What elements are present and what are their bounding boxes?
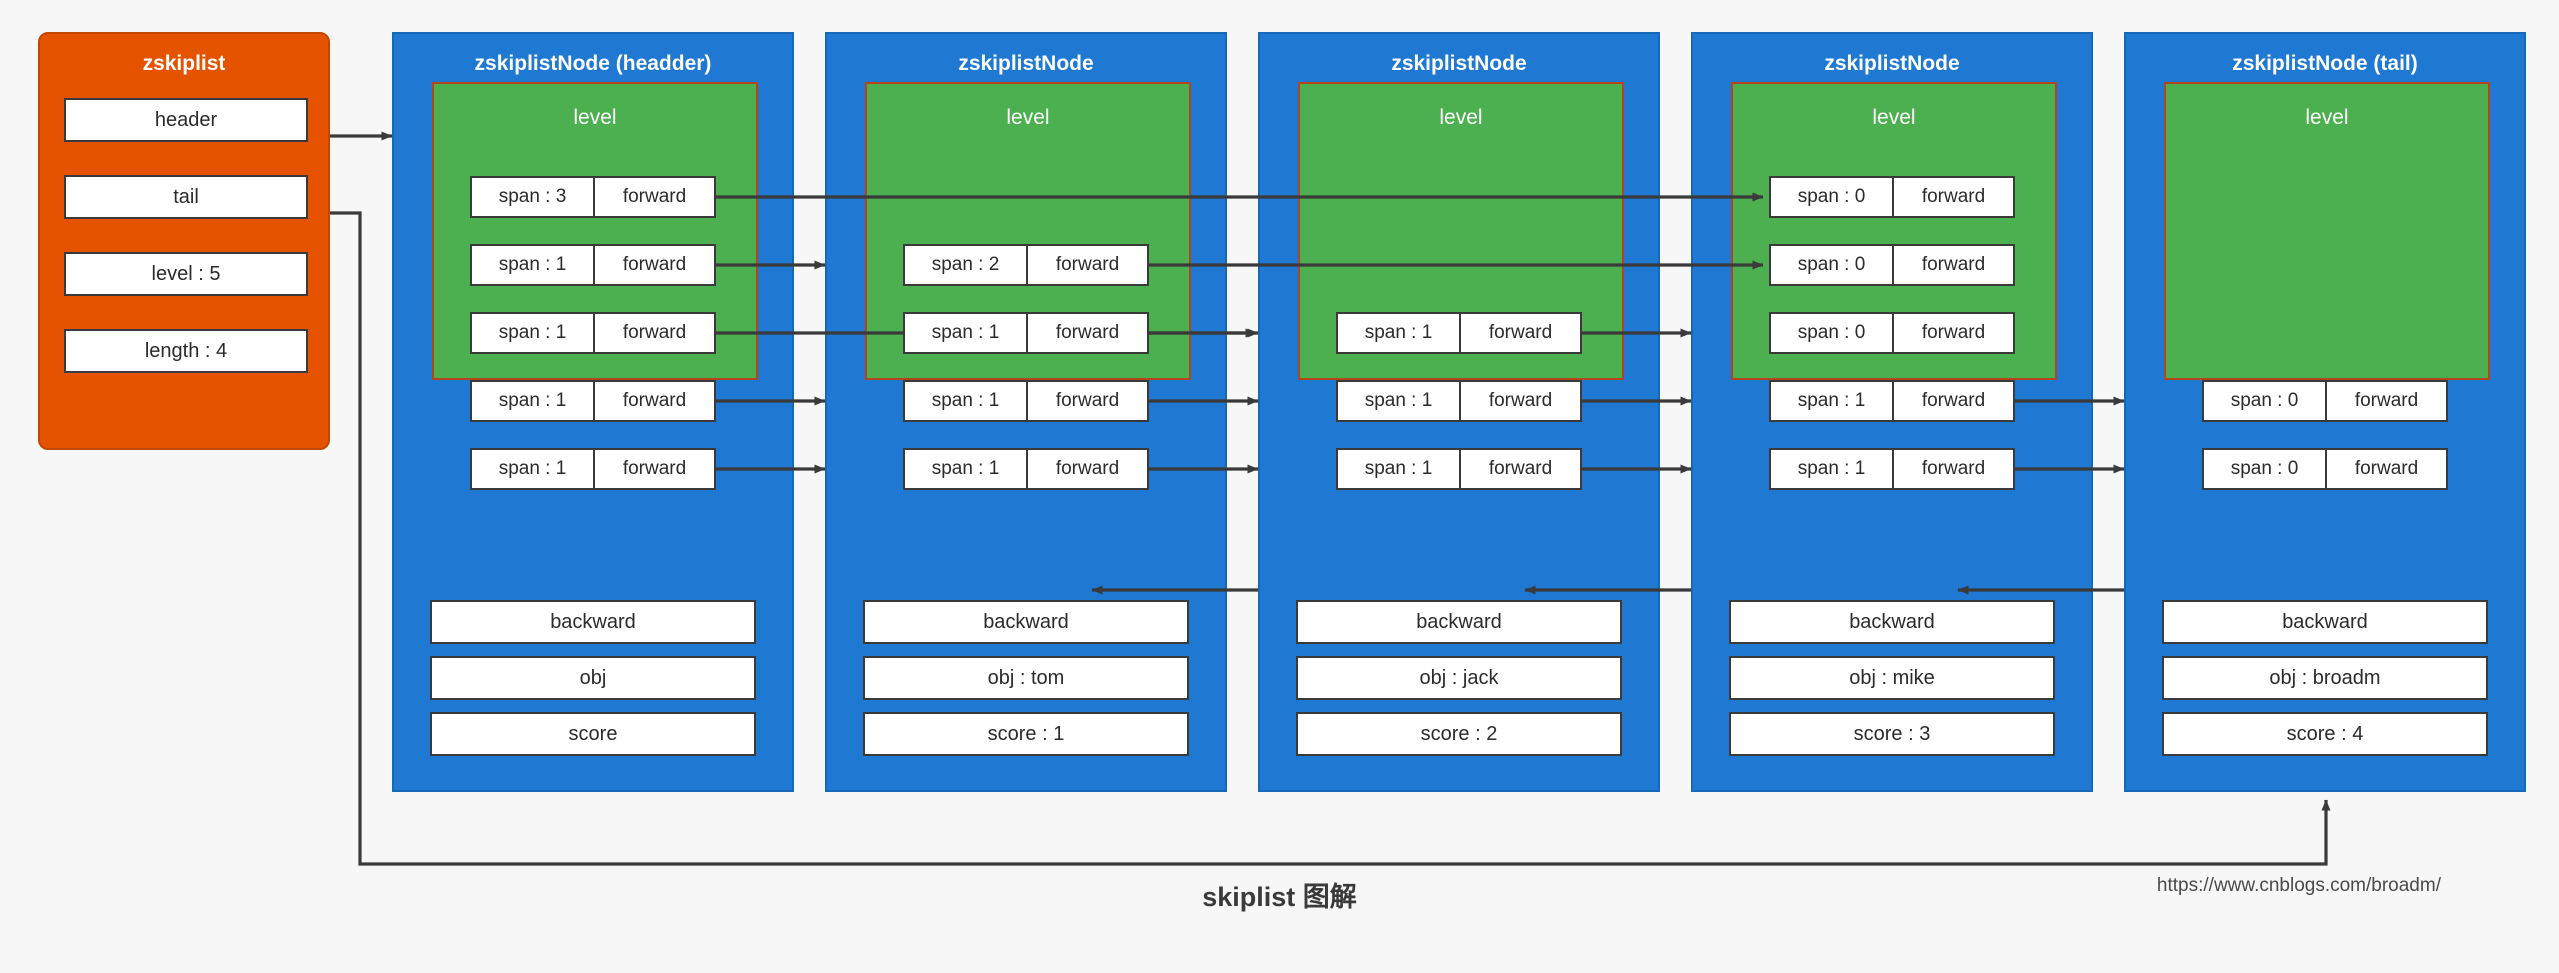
forward-cell: forward <box>1921 322 1986 343</box>
level-label: level <box>1872 106 1916 129</box>
node-title: zskiplistNode (headder) <box>474 52 712 75</box>
zskiplist-struct: zskiplist header tail level : 5 length :… <box>38 32 330 450</box>
level-row: span : 1 forward <box>903 448 1149 490</box>
forward-cell: forward <box>2354 390 2419 411</box>
span-cell: span : 0 <box>1771 246 1894 284</box>
forward-cell: forward <box>1488 322 1553 343</box>
node-field-score: score : 1 <box>863 712 1189 756</box>
forward-cell: forward <box>622 254 687 275</box>
span-cell: span : 1 <box>905 450 1028 488</box>
forward-cell: forward <box>1921 458 1986 479</box>
level-label: level <box>573 106 617 129</box>
level-row: span : 1 forward <box>903 380 1149 422</box>
forward-cell: forward <box>1488 390 1553 411</box>
level-row: span : 1 forward <box>1336 312 1582 354</box>
node-title: zskiplistNode (tail) <box>2232 52 2418 75</box>
node-field-score: score : 2 <box>1296 712 1622 756</box>
level-row: span : 0 forward <box>1769 244 2015 286</box>
level-row: span : 0 forward <box>1769 312 2015 354</box>
span-cell: span : 1 <box>472 382 595 420</box>
level-row: span : 1 forward <box>903 312 1149 354</box>
node-field-score: score : 4 <box>2162 712 2488 756</box>
span-cell: span : 0 <box>1771 314 1894 352</box>
span-cell: span : 0 <box>2204 450 2327 488</box>
forward-cell: forward <box>1055 254 1120 275</box>
span-cell: span : 1 <box>1338 382 1461 420</box>
span-cell: span : 1 <box>472 246 595 284</box>
span-cell: span : 3 <box>472 178 595 216</box>
level-row: span : 1 forward <box>470 448 716 490</box>
node-field-obj: obj : broadm <box>2162 656 2488 700</box>
figure-caption: skiplist 图解 <box>1202 882 1357 912</box>
level-row: span : 1 forward <box>470 312 716 354</box>
level-row: span : 1 forward <box>470 244 716 286</box>
forward-cell: forward <box>1921 254 1986 275</box>
span-cell: span : 1 <box>905 382 1028 420</box>
node-title: zskiplistNode <box>958 52 1094 75</box>
span-cell: span : 1 <box>1338 314 1461 352</box>
level-row: span : 2 forward <box>903 244 1149 286</box>
span-cell: span : 1 <box>472 450 595 488</box>
node-field-obj: obj : tom <box>863 656 1189 700</box>
forward-cell: forward <box>1921 186 1986 207</box>
forward-cell: forward <box>1055 322 1120 343</box>
node-field-backward: backward <box>1296 600 1622 644</box>
level-row: span : 1 forward <box>1336 380 1582 422</box>
source-credit: https://www.cnblogs.com/broadm/ <box>2156 875 2441 896</box>
level-row: span : 1 forward <box>1769 380 2015 422</box>
node-field-backward: backward <box>1729 600 2055 644</box>
level-row: span : 0 forward <box>1769 176 2015 218</box>
span-cell: span : 1 <box>905 314 1028 352</box>
span-cell: span : 1 <box>472 314 595 352</box>
level-container: level <box>2164 82 2490 380</box>
forward-cell: forward <box>1055 390 1120 411</box>
span-cell: span : 1 <box>1771 450 1894 488</box>
zskiplist-field-header: header <box>64 98 308 142</box>
level-row: span : 1 forward <box>470 380 716 422</box>
zskiplist-field-level: level : 5 <box>64 252 308 296</box>
node-title: zskiplistNode <box>1824 52 1960 75</box>
node-field-backward: backward <box>430 600 756 644</box>
level-row: span : 1 forward <box>1336 448 1582 490</box>
forward-cell: forward <box>2354 458 2419 479</box>
forward-cell: forward <box>622 186 687 207</box>
level-label: level <box>1439 106 1483 129</box>
zskiplist-field-tail: tail <box>64 175 308 219</box>
node-field-obj: obj : mike <box>1729 656 2055 700</box>
node-field-obj: obj <box>430 656 756 700</box>
forward-cell: forward <box>1055 458 1120 479</box>
level-row: span : 0 forward <box>2202 448 2448 490</box>
level-label: level <box>2305 106 2349 129</box>
level-row: span : 0 forward <box>2202 380 2448 422</box>
node-field-score: score : 3 <box>1729 712 2055 756</box>
forward-cell: forward <box>1921 390 1986 411</box>
level-label: level <box>1006 106 1050 129</box>
span-cell: span : 2 <box>905 246 1028 284</box>
level-row: span : 1 forward <box>1769 448 2015 490</box>
span-cell: span : 0 <box>1771 178 1894 216</box>
forward-cell: forward <box>622 458 687 479</box>
zskiplist-title: zskiplist <box>142 52 226 75</box>
zskiplist-field-length: length : 4 <box>64 329 308 373</box>
span-cell: span : 1 <box>1771 382 1894 420</box>
node-field-score: score <box>430 712 756 756</box>
level-row: span : 3 forward <box>470 176 716 218</box>
forward-cell: forward <box>622 322 687 343</box>
node-field-backward: backward <box>863 600 1189 644</box>
forward-cell: forward <box>622 390 687 411</box>
span-cell: span : 1 <box>1338 450 1461 488</box>
node-field-backward: backward <box>2162 600 2488 644</box>
forward-cell: forward <box>1488 458 1553 479</box>
span-cell: span : 0 <box>2204 382 2327 420</box>
node-field-obj: obj : jack <box>1296 656 1622 700</box>
node-title: zskiplistNode <box>1391 52 1527 75</box>
